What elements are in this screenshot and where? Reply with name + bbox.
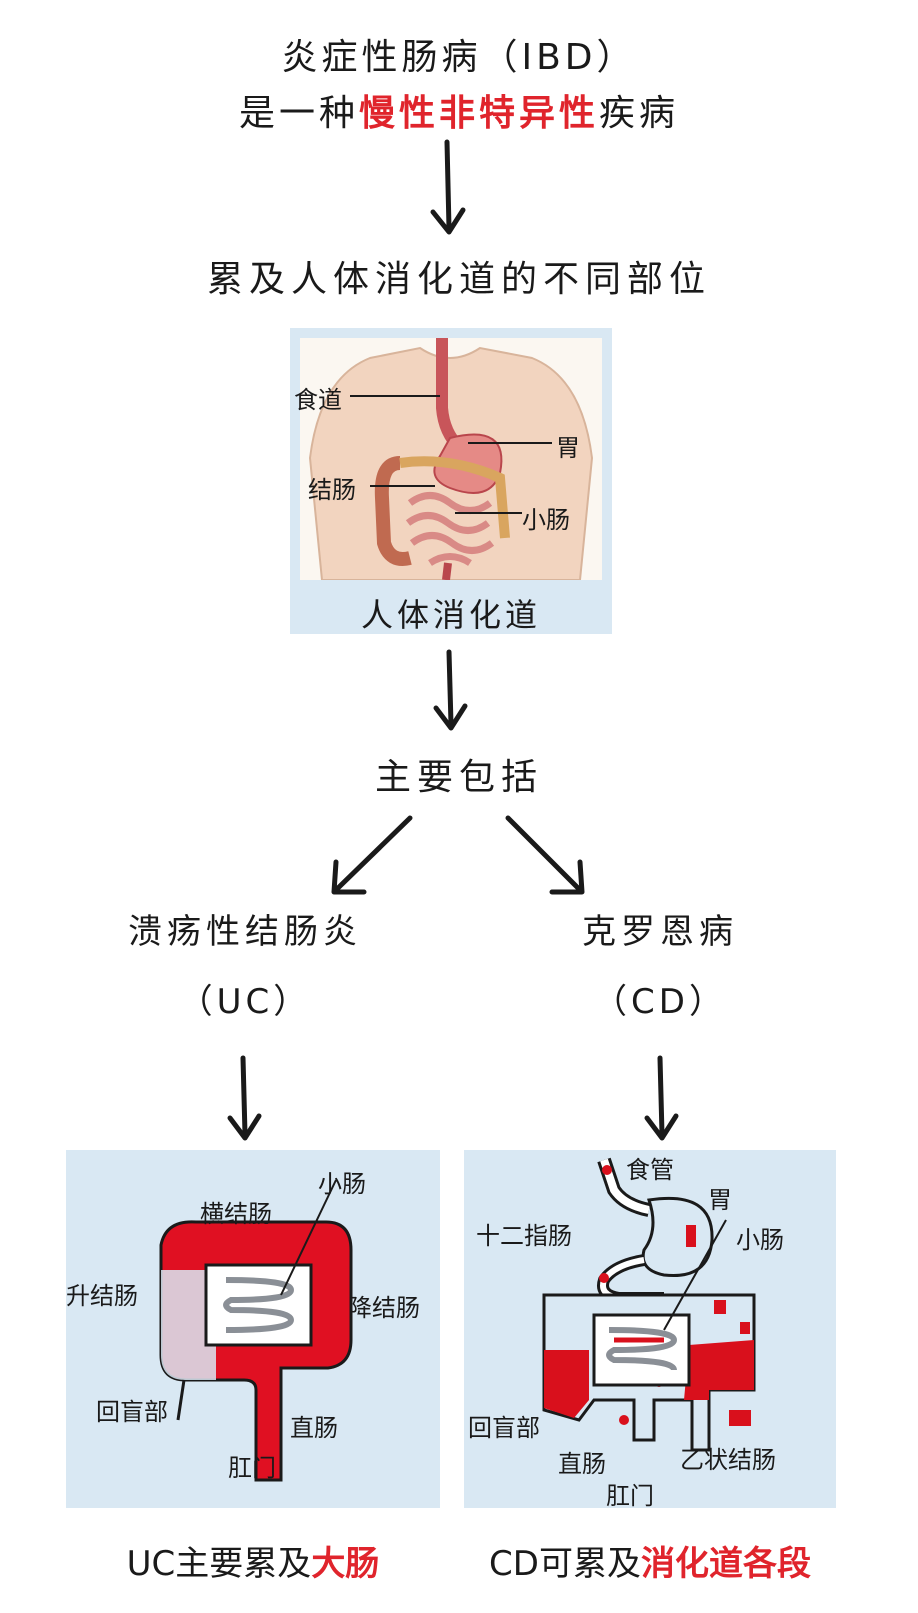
digestive-label-lines <box>350 395 552 514</box>
uc-label-small-intestine: 小肠 <box>318 1170 366 1198</box>
arrow-left-branch <box>331 815 413 895</box>
label-esophagus: 食道 <box>294 386 342 414</box>
cd-label-anus: 肛门 <box>606 1482 654 1510</box>
digestive-figure-caption: 人体消化道 <box>360 596 541 634</box>
cd-label-cecum: 回盲部 <box>468 1414 540 1442</box>
cd-caption-prefix: CD可累及 <box>489 1544 641 1584</box>
label-stomach: 胃 <box>556 434 580 462</box>
uc-caption-prefix: UC主要累及 <box>126 1544 312 1584</box>
main-includes-text: 主要包括 <box>374 757 543 798</box>
arrow-down-1 <box>430 139 466 235</box>
cd-tract-illustration <box>542 1157 756 1452</box>
uc-caption-highlight: 大肠 <box>311 1544 380 1584</box>
cd-label-esophagus: 食管 <box>626 1156 674 1184</box>
arrow-down-uc <box>227 1055 262 1141</box>
subtitle-definition: 是一种慢性非特异性疾病 <box>0 84 918 136</box>
torso-illustration <box>300 338 602 580</box>
label-colon: 结肠 <box>308 476 356 504</box>
cd-name: 克罗恩病 <box>582 912 738 952</box>
cd-diagram-panel <box>464 1150 836 1508</box>
cd-label-small-intestine: 小肠 <box>736 1226 784 1254</box>
uc-colon-illustration <box>159 1179 353 1482</box>
label-small-intestine: 小肠 <box>522 506 570 534</box>
definition-suffix: 疾病 <box>599 93 680 134</box>
uc-label-anus: 肛门 <box>228 1454 276 1482</box>
definition-prefix: 是一种 <box>238 93 359 134</box>
cd-label-duodenum: 十二指肠 <box>476 1222 572 1250</box>
uc-label-descending-colon: 降结肠 <box>348 1294 420 1322</box>
cd-label-rectum: 直肠 <box>558 1450 606 1478</box>
cd-label-stomach: 胃 <box>708 1186 732 1214</box>
cd-label-sigmoid-colon: 乙状结肠 <box>680 1446 776 1474</box>
title-ibd: 炎症性肠病（IBD） <box>281 37 637 78</box>
definition-highlight: 慢性非特异性 <box>358 93 599 134</box>
arrow-down-2 <box>433 649 468 731</box>
arrow-down-cd <box>644 1055 679 1141</box>
cd-abbr: （CD） <box>593 982 727 1022</box>
uc-label-ascending-colon: 升结肠 <box>66 1282 138 1310</box>
uc-label-cecum: 回盲部 <box>96 1398 168 1426</box>
arrow-right-branch <box>505 815 585 895</box>
uc-diagram-panel <box>66 1150 440 1508</box>
uc-caption: UC主要累及大肠 <box>66 1536 440 1585</box>
uc-abbr: （UC） <box>178 982 312 1022</box>
uc-label-transverse-colon: 横结肠 <box>200 1200 272 1228</box>
cd-caption-highlight: 消化道各段 <box>640 1544 811 1584</box>
uc-name: 溃疡性结肠炎 <box>128 912 362 952</box>
uc-label-rectum: 直肠 <box>290 1414 338 1442</box>
cd-caption: CD可累及消化道各段 <box>464 1536 836 1585</box>
affects-text: 累及人体消化道的不同部位 <box>206 259 711 300</box>
